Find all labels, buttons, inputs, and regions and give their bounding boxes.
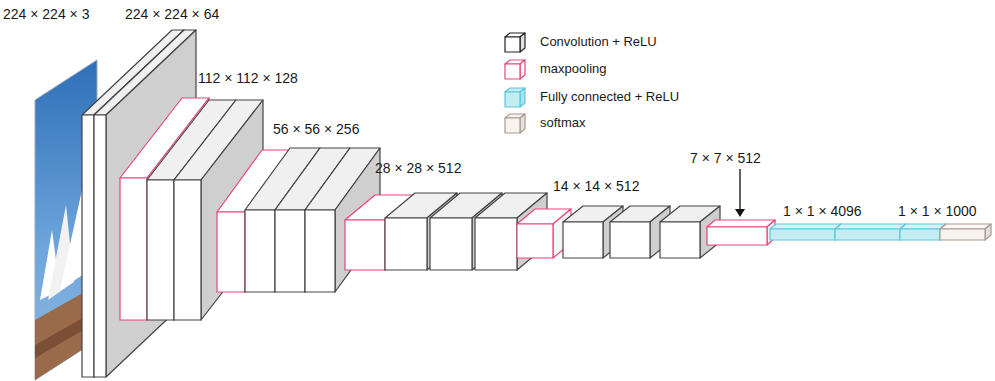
dimension-label: 28 × 28 × 512 xyxy=(375,160,461,176)
dimension-label: 7 × 7 × 512 xyxy=(690,150,761,166)
dimension-label: 56 × 56 × 256 xyxy=(273,121,359,137)
legend-text: Convolution + ReLU xyxy=(540,34,657,49)
dimension-label: 1 × 1 × 4096 xyxy=(783,203,862,219)
dimension-label: 224 × 224 × 3 xyxy=(3,6,89,22)
dimension-label: 112 × 112 × 128 xyxy=(198,70,298,86)
dimension-label: 14 × 14 × 512 xyxy=(553,178,639,194)
layer-blocks xyxy=(82,30,991,377)
pool-block xyxy=(707,220,775,245)
legend-swatch xyxy=(502,111,528,135)
legend-swatch xyxy=(502,57,528,81)
pointer-arrow xyxy=(735,169,745,217)
fc-block xyxy=(835,224,906,240)
legend-text: maxpooling xyxy=(540,61,607,76)
dimension-label: 224 × 224 × 64 xyxy=(125,6,219,22)
fc-block xyxy=(770,224,841,240)
softmax-block xyxy=(940,224,991,240)
dimension-label: 1 × 1 × 1000 xyxy=(898,203,977,219)
legend-text: Fully connected + ReLU xyxy=(540,89,679,104)
legend-swatch xyxy=(502,30,528,54)
input-image xyxy=(35,60,97,380)
legend-text: softmax xyxy=(540,115,586,130)
legend-swatch xyxy=(502,85,528,109)
fc-block xyxy=(900,224,946,240)
